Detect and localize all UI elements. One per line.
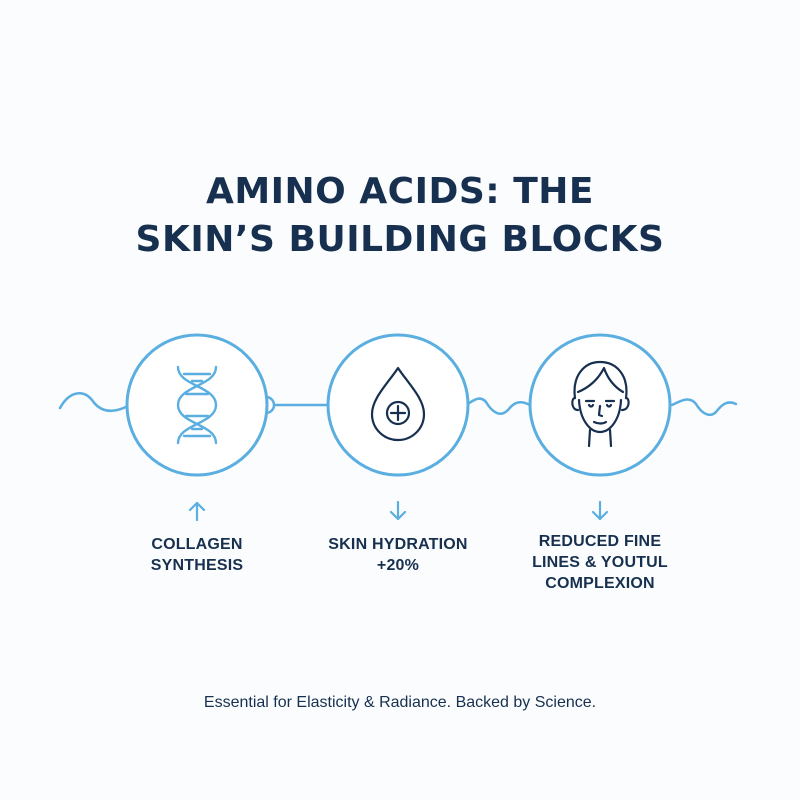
water-drop-plus-icon (370, 366, 426, 442)
face-icon (571, 360, 630, 448)
title-line-2: SKIN’S BUILDING BLOCKS (135, 219, 665, 260)
down-arrow-icon (389, 500, 407, 521)
dna-icon (176, 365, 218, 445)
step-label-collagen: COLLAGEN SYNTHESIS (150, 536, 244, 574)
footer-tagline: Essential for Elasticity & Radiance. Bac… (203, 694, 597, 711)
step-label-hydration: SKIN HYDRATION +20% (328, 536, 468, 574)
up-arrow-icon (188, 501, 206, 522)
page-title: AMINO ACIDS: THE SKIN’S BUILDING BLOCKS (0, 168, 800, 264)
step-collagen-circle (125, 333, 269, 477)
step-complexion-circle (528, 333, 672, 477)
step-hydration-circle (326, 333, 470, 477)
connector-line (58, 392, 738, 416)
step-label-complexion: REDUCED FINE LINES & YOUTUL COMPLEXION (532, 533, 668, 592)
down-arrow-icon (591, 500, 609, 521)
title-line-1: AMINO ACIDS: THE (205, 171, 595, 212)
